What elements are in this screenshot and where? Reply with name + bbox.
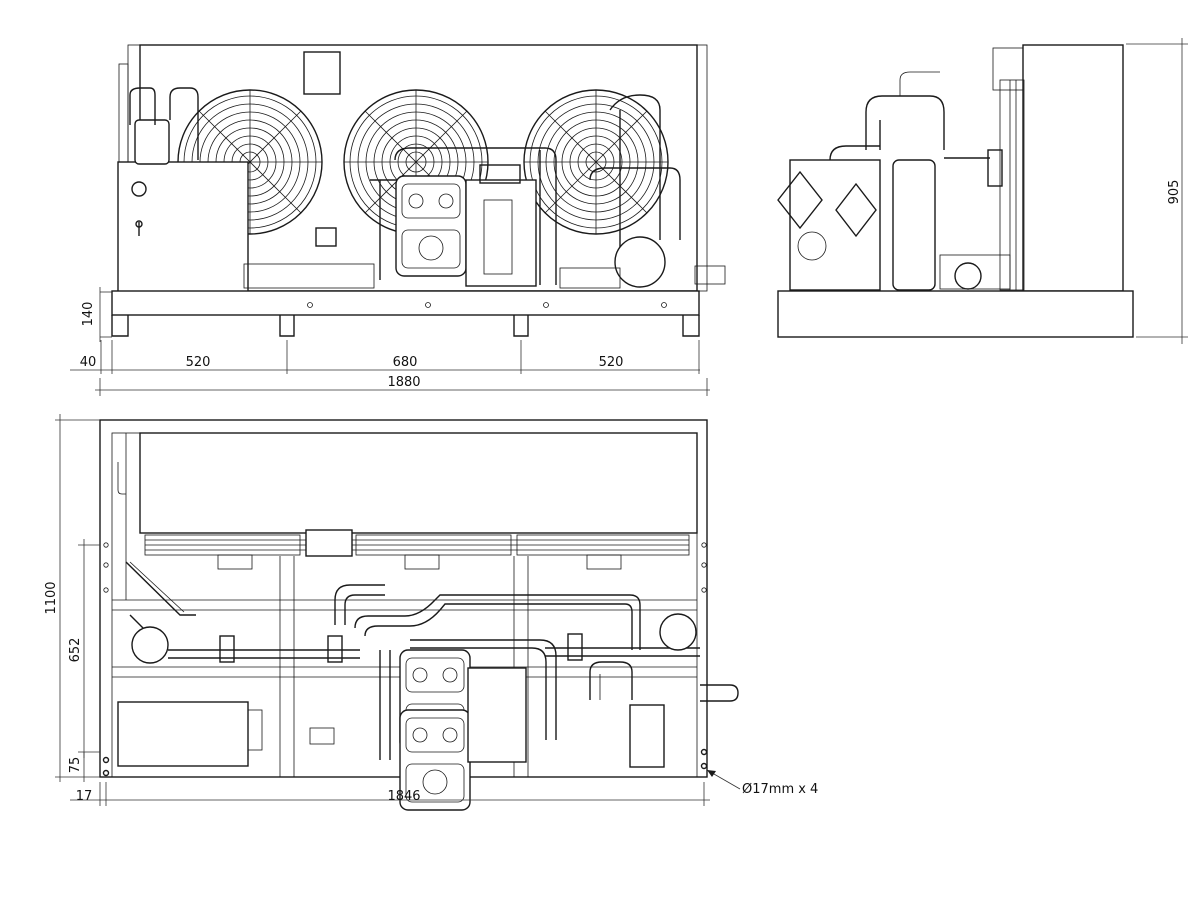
side-view: 905 — [777, 38, 1188, 344]
compressor-icon — [395, 175, 467, 277]
plan-view: 1100 652 75 17 1846 Ø17mm x 4 — [44, 414, 818, 811]
dim-front-span-left: 520 — [186, 355, 211, 370]
dim-front-frame-height: 140 — [81, 302, 96, 327]
side-base-frame — [777, 290, 1134, 338]
fan-icon — [523, 89, 669, 235]
dim-plan-left-offset: 17 — [76, 789, 93, 804]
dim-mount-holes: Ø17mm x 4 — [742, 782, 818, 797]
side-compressor-icon — [789, 159, 881, 291]
main-switch-icon — [131, 181, 147, 197]
dim-front-span-mid: 680 — [393, 355, 418, 370]
side-condenser-housing — [1022, 44, 1124, 292]
plan-control-panel — [117, 701, 249, 767]
front-view: 140 40 520 680 520 1880 — [70, 44, 726, 396]
side-receiver-icon — [892, 159, 936, 291]
motor-block — [465, 179, 537, 287]
dim-front-left-offset: 40 — [80, 355, 97, 370]
dim-front-span-right: 520 — [599, 355, 624, 370]
dim-plan-mount-depth: 652 — [68, 638, 83, 663]
dim-side-total-height: 905 — [1167, 180, 1182, 205]
plan-sight-glass-icon — [659, 613, 697, 651]
dim-plan-mount-edge: 75 — [68, 757, 83, 774]
base-frame — [111, 290, 700, 316]
receiver-icon — [614, 236, 666, 288]
plan-filter-icon — [131, 626, 169, 664]
plan-motor-block — [467, 667, 527, 763]
dim-plan-mount-width: 1846 — [387, 789, 420, 804]
junction-box — [303, 51, 341, 95]
dim-front-total-width: 1880 — [387, 375, 420, 390]
dim-plan-total-depth: 1100 — [44, 581, 59, 614]
plan-condenser — [139, 432, 698, 534]
